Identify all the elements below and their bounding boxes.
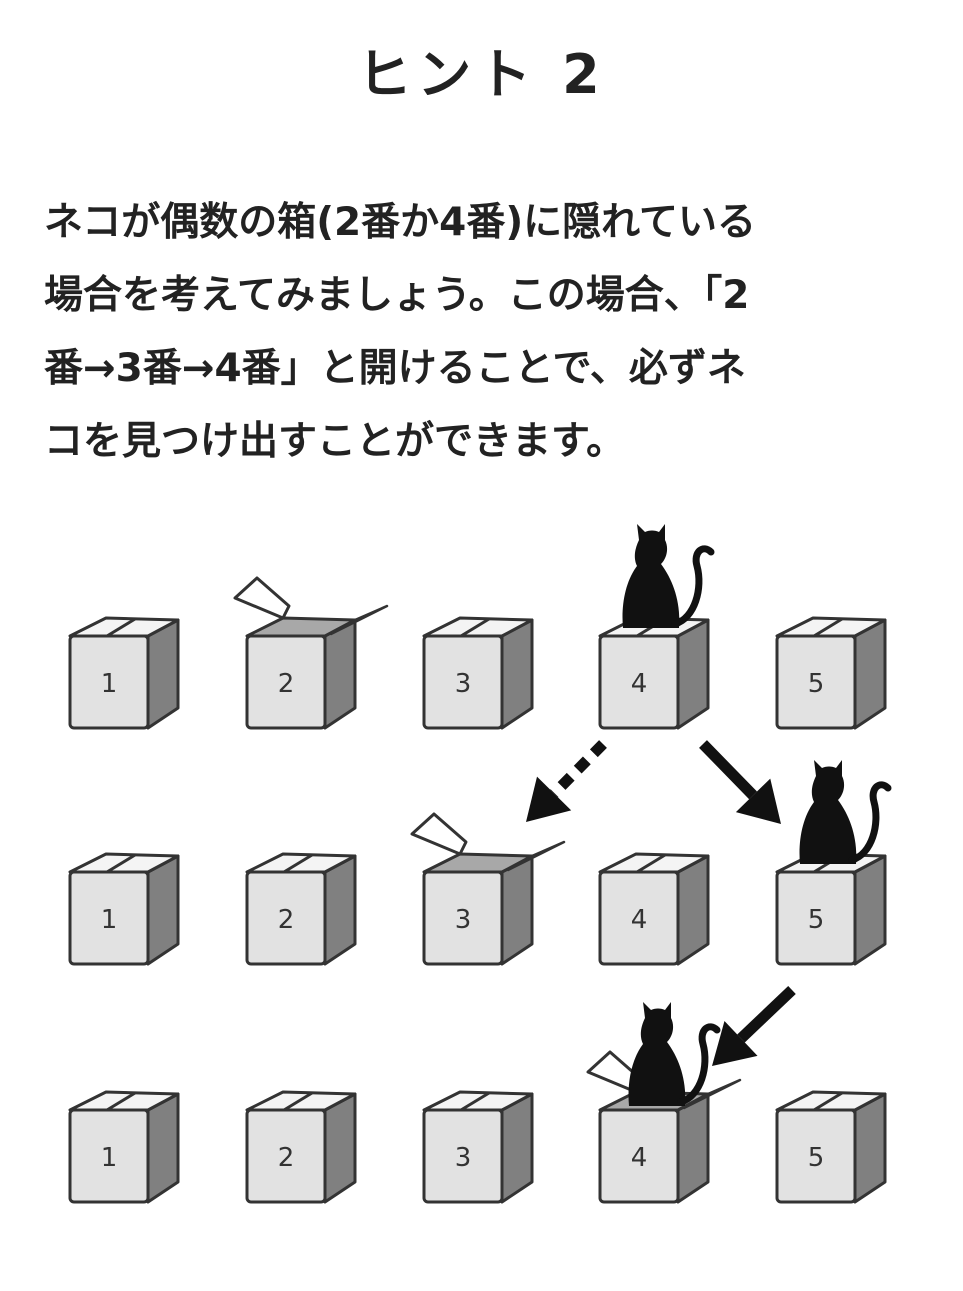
box-front (68, 1108, 150, 1204)
box-tape-line (106, 853, 136, 874)
box-front (68, 634, 150, 730)
box-side (323, 1092, 357, 1204)
box-row2-4[interactable]: 4 (598, 852, 710, 966)
box-number: 2 (278, 905, 295, 935)
box-front (245, 634, 327, 730)
box-flap (329, 604, 389, 636)
hint-text-line: 場合を考えてみましょう。この場合、「2 (44, 273, 750, 318)
box-row1-2[interactable]: 2 (233, 576, 389, 730)
box-number: 4 (631, 1143, 648, 1173)
box-tape-line (813, 617, 843, 638)
box-row2-1[interactable]: 1 (68, 852, 180, 966)
box-side (853, 854, 887, 966)
box-tape-line (460, 617, 490, 638)
box-side (146, 854, 180, 966)
box-side (323, 854, 357, 966)
box-tape-line (636, 853, 666, 874)
cat-silhouette (799, 760, 892, 864)
box-number: 4 (631, 669, 648, 699)
box-row3-1[interactable]: 1 (68, 1090, 180, 1204)
box-row3-3[interactable]: 3 (422, 1090, 534, 1204)
solid-arrow (712, 986, 796, 1066)
hint-text-line: 番→3番→4番」と開けることで、必ずネ (44, 346, 746, 391)
box-number: 1 (101, 1143, 118, 1173)
box-row1-5[interactable]: 5 (775, 616, 887, 730)
box-front (598, 634, 680, 730)
box-number: 3 (455, 1143, 472, 1173)
box-front (598, 1108, 680, 1204)
dashed-arrow (526, 740, 607, 822)
solid-arrow (699, 740, 781, 824)
box-front (245, 1108, 327, 1204)
box-row3-2[interactable]: 2 (245, 1090, 357, 1204)
box-side (676, 1092, 710, 1204)
box-row3-5[interactable]: 5 (775, 1090, 887, 1204)
box-front (422, 1108, 504, 1204)
box-number: 2 (278, 669, 295, 699)
box-front (775, 1108, 857, 1204)
hint-text-line: ネコが偶数の箱(2番か4番)に隠れている (44, 200, 756, 245)
box-side (146, 1092, 180, 1204)
hint-text: ネコが偶数の箱(2番か4番)に隠れている 場合を考えてみましょう。この場合、「2… (44, 186, 924, 478)
box-tape-line (283, 1091, 313, 1112)
box-row3-4[interactable]: 4 (586, 1002, 742, 1204)
box-front (598, 870, 680, 966)
box-row2-3[interactable]: 3 (410, 812, 566, 966)
box-flap (410, 812, 468, 856)
cat-silhouette (622, 524, 715, 628)
box-front (68, 870, 150, 966)
box-tape-line (460, 1091, 490, 1112)
box-tape-line (106, 617, 136, 638)
box-row2-2[interactable]: 2 (245, 852, 357, 966)
box-tape-line (283, 853, 313, 874)
box-row1-1[interactable]: 1 (68, 616, 180, 730)
box-side (853, 618, 887, 730)
box-flap (682, 1078, 742, 1110)
box-side (500, 1092, 534, 1204)
box-side (853, 1092, 887, 1204)
box-side (500, 854, 534, 966)
box-side (676, 854, 710, 966)
hint-title: ヒント 2 (357, 43, 606, 106)
cat-silhouette (628, 1002, 721, 1106)
box-side (146, 618, 180, 730)
hint-text-line: コを見つけ出すことができます。 (44, 419, 626, 464)
box-number: 1 (101, 669, 118, 699)
box-number: 5 (808, 905, 825, 935)
box-side (500, 618, 534, 730)
box-front (422, 634, 504, 730)
box-number: 3 (455, 669, 472, 699)
box-number: 5 (808, 669, 825, 699)
box-flap (233, 576, 291, 620)
box-number: 1 (101, 905, 118, 935)
boxes-layer: 1 2 3 4 5 1 2 3 4 5 1 2 3 4 5 (68, 524, 892, 1204)
box-front (775, 634, 857, 730)
box-tape-line (813, 1091, 843, 1112)
box-front (775, 870, 857, 966)
arrows-layer (526, 740, 796, 1066)
box-number: 3 (455, 905, 472, 935)
box-row2-5[interactable]: 5 (775, 760, 892, 966)
box-front (245, 870, 327, 966)
box-row1-3[interactable]: 3 (422, 616, 534, 730)
box-tape-line (106, 1091, 136, 1112)
box-row1-4[interactable]: 4 (598, 524, 715, 730)
box-side (323, 618, 357, 730)
box-number: 2 (278, 1143, 295, 1173)
box-number: 4 (631, 905, 648, 935)
box-number: 5 (808, 1143, 825, 1173)
box-side (676, 618, 710, 730)
box-front (422, 870, 504, 966)
box-flap (506, 840, 566, 872)
